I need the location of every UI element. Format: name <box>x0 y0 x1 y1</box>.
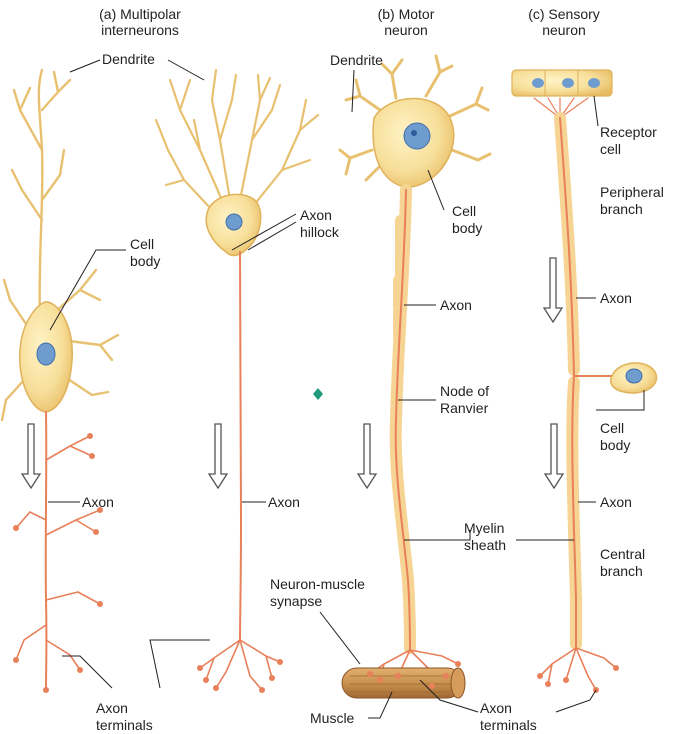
interneuron-2-terminals <box>197 659 283 693</box>
motor-neuron-axon <box>394 189 411 651</box>
sensory-neuron <box>511 69 658 693</box>
arrow-down-icon <box>356 423 378 490</box>
interneuron-2-nucleus <box>225 213 243 231</box>
interneuron-2 <box>154 68 320 693</box>
label-central-branch: Central branch <box>600 546 646 579</box>
interneuron-1-axon <box>44 411 48 691</box>
label-axon-sensory-lower: Axon <box>600 494 632 510</box>
sensory-neuron-terminals <box>537 665 619 693</box>
motor-neuron-nucleus <box>403 122 431 150</box>
label-dendrite: Dendrite <box>102 51 155 67</box>
diamond-marker-icon <box>313 388 323 400</box>
leader-lines <box>48 59 645 719</box>
label-axon-hillock: Axon hillock <box>300 207 339 240</box>
label-neuron-muscle-synapse: Neuron-muscle synapse <box>270 576 365 609</box>
label-axon-interneuron-2: Axon <box>268 494 300 510</box>
header-multipolar-interneurons: (a) Multipolar interneurons <box>99 6 181 38</box>
label-muscle: Muscle <box>310 710 355 726</box>
interneuron-1-collaterals <box>15 435 101 671</box>
label-axon-motor: Axon <box>440 297 472 313</box>
label-axon-sensory-upper: Axon <box>600 290 632 306</box>
motor-neuron-terminals <box>367 661 461 689</box>
header-motor-neuron: (b) Motor neuron <box>377 6 435 38</box>
interneuron-2-terminals-tree <box>199 639 281 691</box>
label-node-of-ranvier: Node of Ranvier <box>440 383 490 416</box>
arrow-down-icon <box>207 423 229 490</box>
sensory-neuron-peripheral-axon <box>559 117 575 377</box>
label-axon-terminals-interneuron: Axon terminals <box>96 700 153 733</box>
label-myelin-sheath: Myelin sheath <box>464 520 507 553</box>
interneuron-1-terminals <box>13 433 103 693</box>
label-receptor-cell: Receptor cell <box>600 124 657 157</box>
interneuron-1-nucleus <box>36 342 56 366</box>
receptor-cells <box>511 69 613 97</box>
sensory-neuron-central-axon <box>571 375 577 649</box>
label-cell-body-sensory: Cell body <box>600 420 631 453</box>
arrow-down-icon <box>20 423 42 490</box>
label-cell-body-motor: Cell body <box>452 203 483 236</box>
motor-neuron-dendrites <box>338 54 492 182</box>
motor-neuron-muscle <box>341 667 466 699</box>
interneuron-2-axon <box>239 251 243 641</box>
arrow-down-icon <box>543 423 565 490</box>
direction-arrows <box>20 257 565 490</box>
sensory-neuron-nucleus <box>625 368 643 384</box>
interneuron-2-dendrites <box>154 68 320 212</box>
label-axon-terminals-motor: Axon terminals <box>480 700 537 733</box>
label-cell-body-interneuron: Cell body <box>130 236 161 269</box>
header-sensory-neuron: (c) Sensory neuron <box>528 6 600 38</box>
label-dendrite-motor: Dendrite <box>330 52 383 68</box>
sensory-neuron-terminal-tree <box>539 647 617 691</box>
label-peripheral-branch: Peripheral branch <box>600 184 664 217</box>
motor-neuron <box>338 54 492 699</box>
arrow-down-icon <box>542 257 564 324</box>
label-axon-interneuron-1: Axon <box>82 494 114 510</box>
sensory-neuron-receptor-endings <box>533 97 589 119</box>
interneuron-1 <box>0 68 120 693</box>
